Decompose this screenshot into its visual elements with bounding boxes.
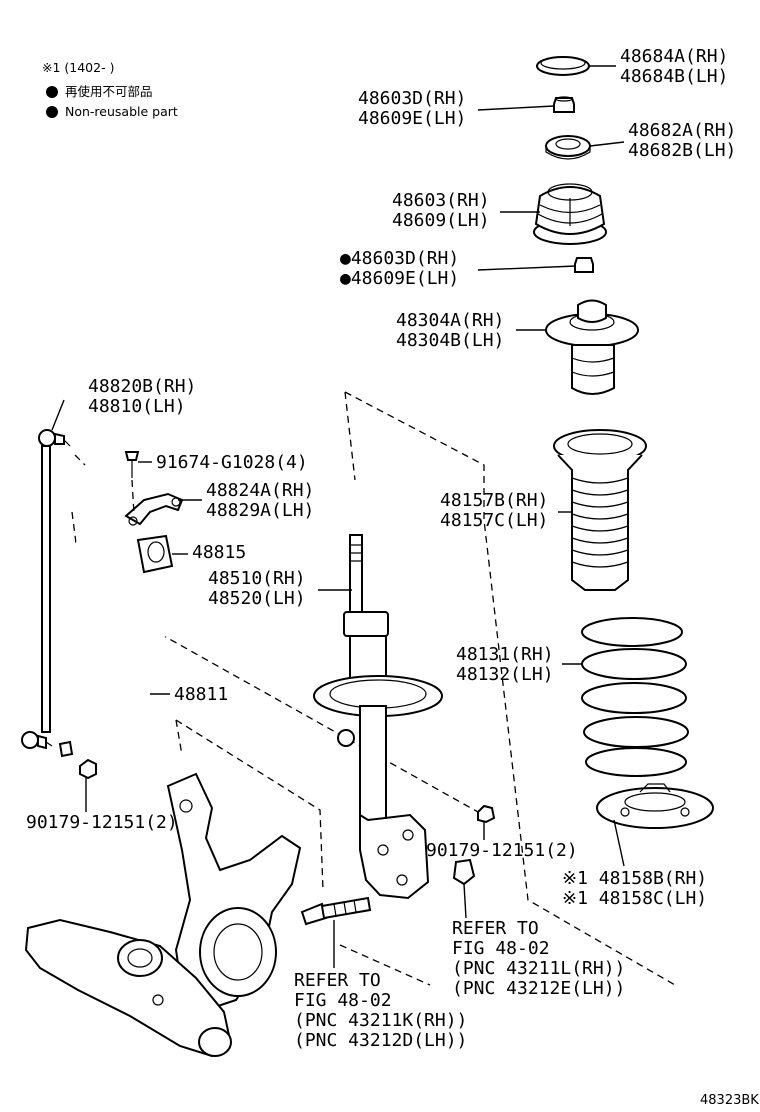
dust-boot-48157: [553, 429, 647, 591]
label-48811: 48811: [174, 684, 228, 705]
label-48304-lh: 48304B(LH): [396, 330, 504, 351]
label-48815: 48815: [192, 542, 246, 563]
label-48684-rh: 48684A(RH): [620, 46, 728, 67]
label-90179-left: 90179-12151(2): [26, 812, 178, 833]
coil-spring-48131: [581, 617, 689, 777]
support-mount-48603: [533, 183, 607, 245]
nut-48603d-top: [553, 96, 575, 113]
non-reusable-dot-icon: [46, 106, 58, 118]
label-refer2-line3: (PNC 43211K(RH)): [294, 1010, 467, 1031]
label-refer1-line1: REFER TO: [452, 918, 539, 939]
label-48603d-rh: 48603D(RH): [358, 88, 466, 109]
steering-knuckle: [166, 772, 302, 1012]
shock-absorber-48510: [313, 534, 443, 900]
label-48132-lh: 48132(LH): [456, 664, 554, 685]
spring-insulator-48158: [596, 783, 714, 829]
legend-note: ※1 (1402- ): [42, 60, 114, 75]
diagram-code: 48323BK: [700, 1093, 759, 1108]
cam-bolt-collar: [452, 858, 476, 886]
label-48684-lh: 48684B(LH): [620, 66, 728, 87]
label-48682-lh: 48682B(LH): [628, 140, 736, 161]
label-refer1-line3: (PNC 43211L(RH)): [452, 958, 625, 979]
label-refer2-line2: FIG 48-02: [294, 990, 392, 1011]
label-48158-rh: ※1 48158B(RH): [562, 868, 707, 889]
bushing-48815: [136, 534, 174, 574]
label-48609e-nr-lh: ●48609E(LH): [340, 268, 459, 289]
nut-48603d-nonreusable: [574, 257, 594, 273]
bumper-48304: [545, 299, 639, 395]
label-48609e-lh: 48609E(LH): [358, 108, 466, 129]
stabilizer-link-48820: [21, 429, 71, 750]
part-labels: 48684A(RH) 48684B(LH) 48603D(RH) 48609E(…: [26, 46, 759, 1108]
nut-90179-left: [79, 758, 97, 780]
label-48820-rh: 48820B(RH): [88, 376, 196, 397]
legend-jp: 再使用不可部品: [65, 84, 153, 99]
label-48682-rh: 48682A(RH): [628, 120, 736, 141]
label-48510-rh: 48510(RH): [208, 568, 306, 589]
legend: ※1 (1402- ) 再使用不可部品 Non-reusable part: [42, 60, 178, 119]
label-48304-rh: 48304A(RH): [396, 310, 504, 331]
label-refer1-line2: FIG 48-02: [452, 938, 550, 959]
label-48603-rh: 48603(RH): [392, 190, 490, 211]
nut-90179-right: [477, 804, 496, 824]
label-refer1-line4: (PNC 43212E(LH)): [452, 978, 625, 999]
label-48810-lh: 48810(LH): [88, 396, 186, 417]
label-48824-rh: 48824A(RH): [206, 480, 314, 501]
label-90179-right: 90179-12151(2): [426, 840, 578, 861]
label-48157-lh: 48157C(LH): [440, 510, 548, 531]
label-48158-lh: ※1 48158C(LH): [562, 888, 707, 909]
leader-lines: [51, 65, 625, 968]
bearing-48682: [545, 135, 591, 160]
bolt-91674: [124, 451, 140, 515]
dust-cap-48684: [536, 56, 590, 76]
label-refer2-line1: REFER TO: [294, 970, 381, 991]
label-48157-rh: 48157B(RH): [440, 490, 548, 511]
non-reusable-dot-icon: [46, 86, 58, 98]
stabilizer-bar-48811: [58, 507, 172, 758]
label-48131-rh: 48131(RH): [456, 644, 554, 665]
lower-bolt: [300, 896, 372, 926]
label-48520-lh: 48520(LH): [208, 588, 306, 609]
legend-en: Non-reusable part: [65, 104, 178, 119]
label-refer2-line4: (PNC 43212D(LH)): [294, 1030, 467, 1051]
label-48603d-nr-rh: ●48603D(RH): [340, 248, 459, 269]
lower-control-arm: [24, 918, 232, 1058]
label-48609-lh: 48609(LH): [392, 210, 490, 231]
label-48829-lh: 48829A(LH): [206, 500, 314, 521]
bracket-48824: [124, 492, 184, 526]
label-91674: 91674-G1028(4): [156, 452, 308, 473]
